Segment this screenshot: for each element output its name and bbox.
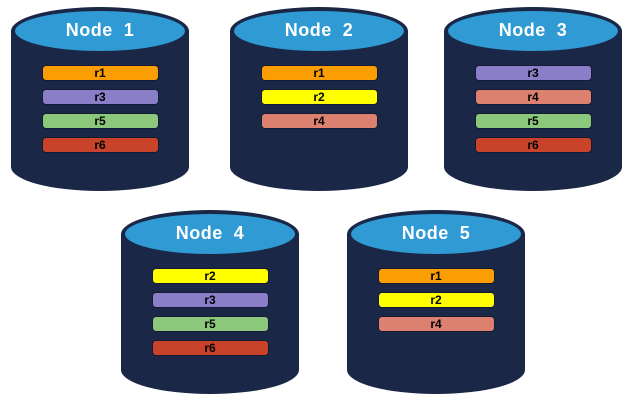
replica-list: r1 r2 r4 [347, 268, 525, 332]
replica-bar: r5 [151, 316, 269, 332]
replica-label: r2 [204, 269, 216, 283]
database-node: Node 4 r2 r3 r5 r6 [121, 210, 299, 394]
replica-label: r1 [94, 66, 106, 80]
replica-bar: r6 [151, 340, 269, 356]
replica-bar: r4 [260, 113, 378, 129]
cylinder-top: Node 3 [444, 7, 622, 55]
replica-label: r2 [313, 90, 325, 104]
node-title: Node 3 [498, 19, 568, 40]
replica-list: r1 r2 r4 [230, 65, 408, 129]
replica-label: r6 [527, 138, 539, 152]
replica-bar: r6 [474, 137, 592, 153]
replica-bar: r6 [41, 137, 159, 153]
replica-bar: r3 [41, 89, 159, 105]
replica-label: r1 [430, 269, 442, 283]
database-node: Node 5 r1 r2 r4 [347, 210, 525, 394]
cylinder-body [121, 233, 299, 394]
replica-label: r4 [527, 90, 539, 104]
replica-list: r1 r3 r5 r6 [11, 65, 189, 153]
replica-bar: r3 [474, 65, 592, 81]
replica-bar: r4 [377, 316, 495, 332]
replica-label: r4 [430, 317, 442, 331]
replica-bar: r1 [41, 65, 159, 81]
replica-label: r1 [313, 66, 325, 80]
replica-bar: r5 [474, 113, 592, 129]
replica-bar: r3 [151, 292, 269, 308]
cylinder-body [444, 30, 622, 191]
node-title: Node 2 [284, 19, 354, 40]
replica-label: r5 [527, 114, 539, 128]
node-title: Node 1 [65, 19, 135, 40]
replica-bar: r2 [151, 268, 269, 284]
cylinder-top: Node 5 [347, 210, 525, 258]
cylinder-top: Node 2 [230, 7, 408, 55]
replica-label: r6 [94, 138, 106, 152]
replica-label: r3 [94, 90, 106, 104]
replica-bar: r2 [377, 292, 495, 308]
replica-label: r2 [430, 293, 442, 307]
cylinder-body [347, 233, 525, 394]
replica-label: r5 [204, 317, 216, 331]
replica-list: r2 r3 r5 r6 [121, 268, 299, 356]
replica-list: r3 r4 r5 r6 [444, 65, 622, 153]
replica-label: r6 [204, 341, 216, 355]
replica-bar: r1 [260, 65, 378, 81]
cylinder-body [230, 30, 408, 191]
replica-bar: r4 [474, 89, 592, 105]
replica-bar: r5 [41, 113, 159, 129]
cylinder-top: Node 4 [121, 210, 299, 258]
database-node: Node 3 r3 r4 r5 r6 [444, 7, 622, 191]
cylinder-top: Node 1 [11, 7, 189, 55]
database-node: Node 1 r1 r3 r5 r6 [11, 7, 189, 191]
replica-label: r4 [313, 114, 325, 128]
replica-label: r3 [527, 66, 539, 80]
node-title: Node 4 [175, 222, 245, 243]
replica-label: r3 [204, 293, 216, 307]
node-title: Node 5 [401, 222, 471, 243]
database-node: Node 2 r1 r2 r4 [230, 7, 408, 191]
replica-label: r5 [94, 114, 106, 128]
replica-bar: r1 [377, 268, 495, 284]
cylinder-body [11, 30, 189, 191]
replica-bar: r2 [260, 89, 378, 105]
